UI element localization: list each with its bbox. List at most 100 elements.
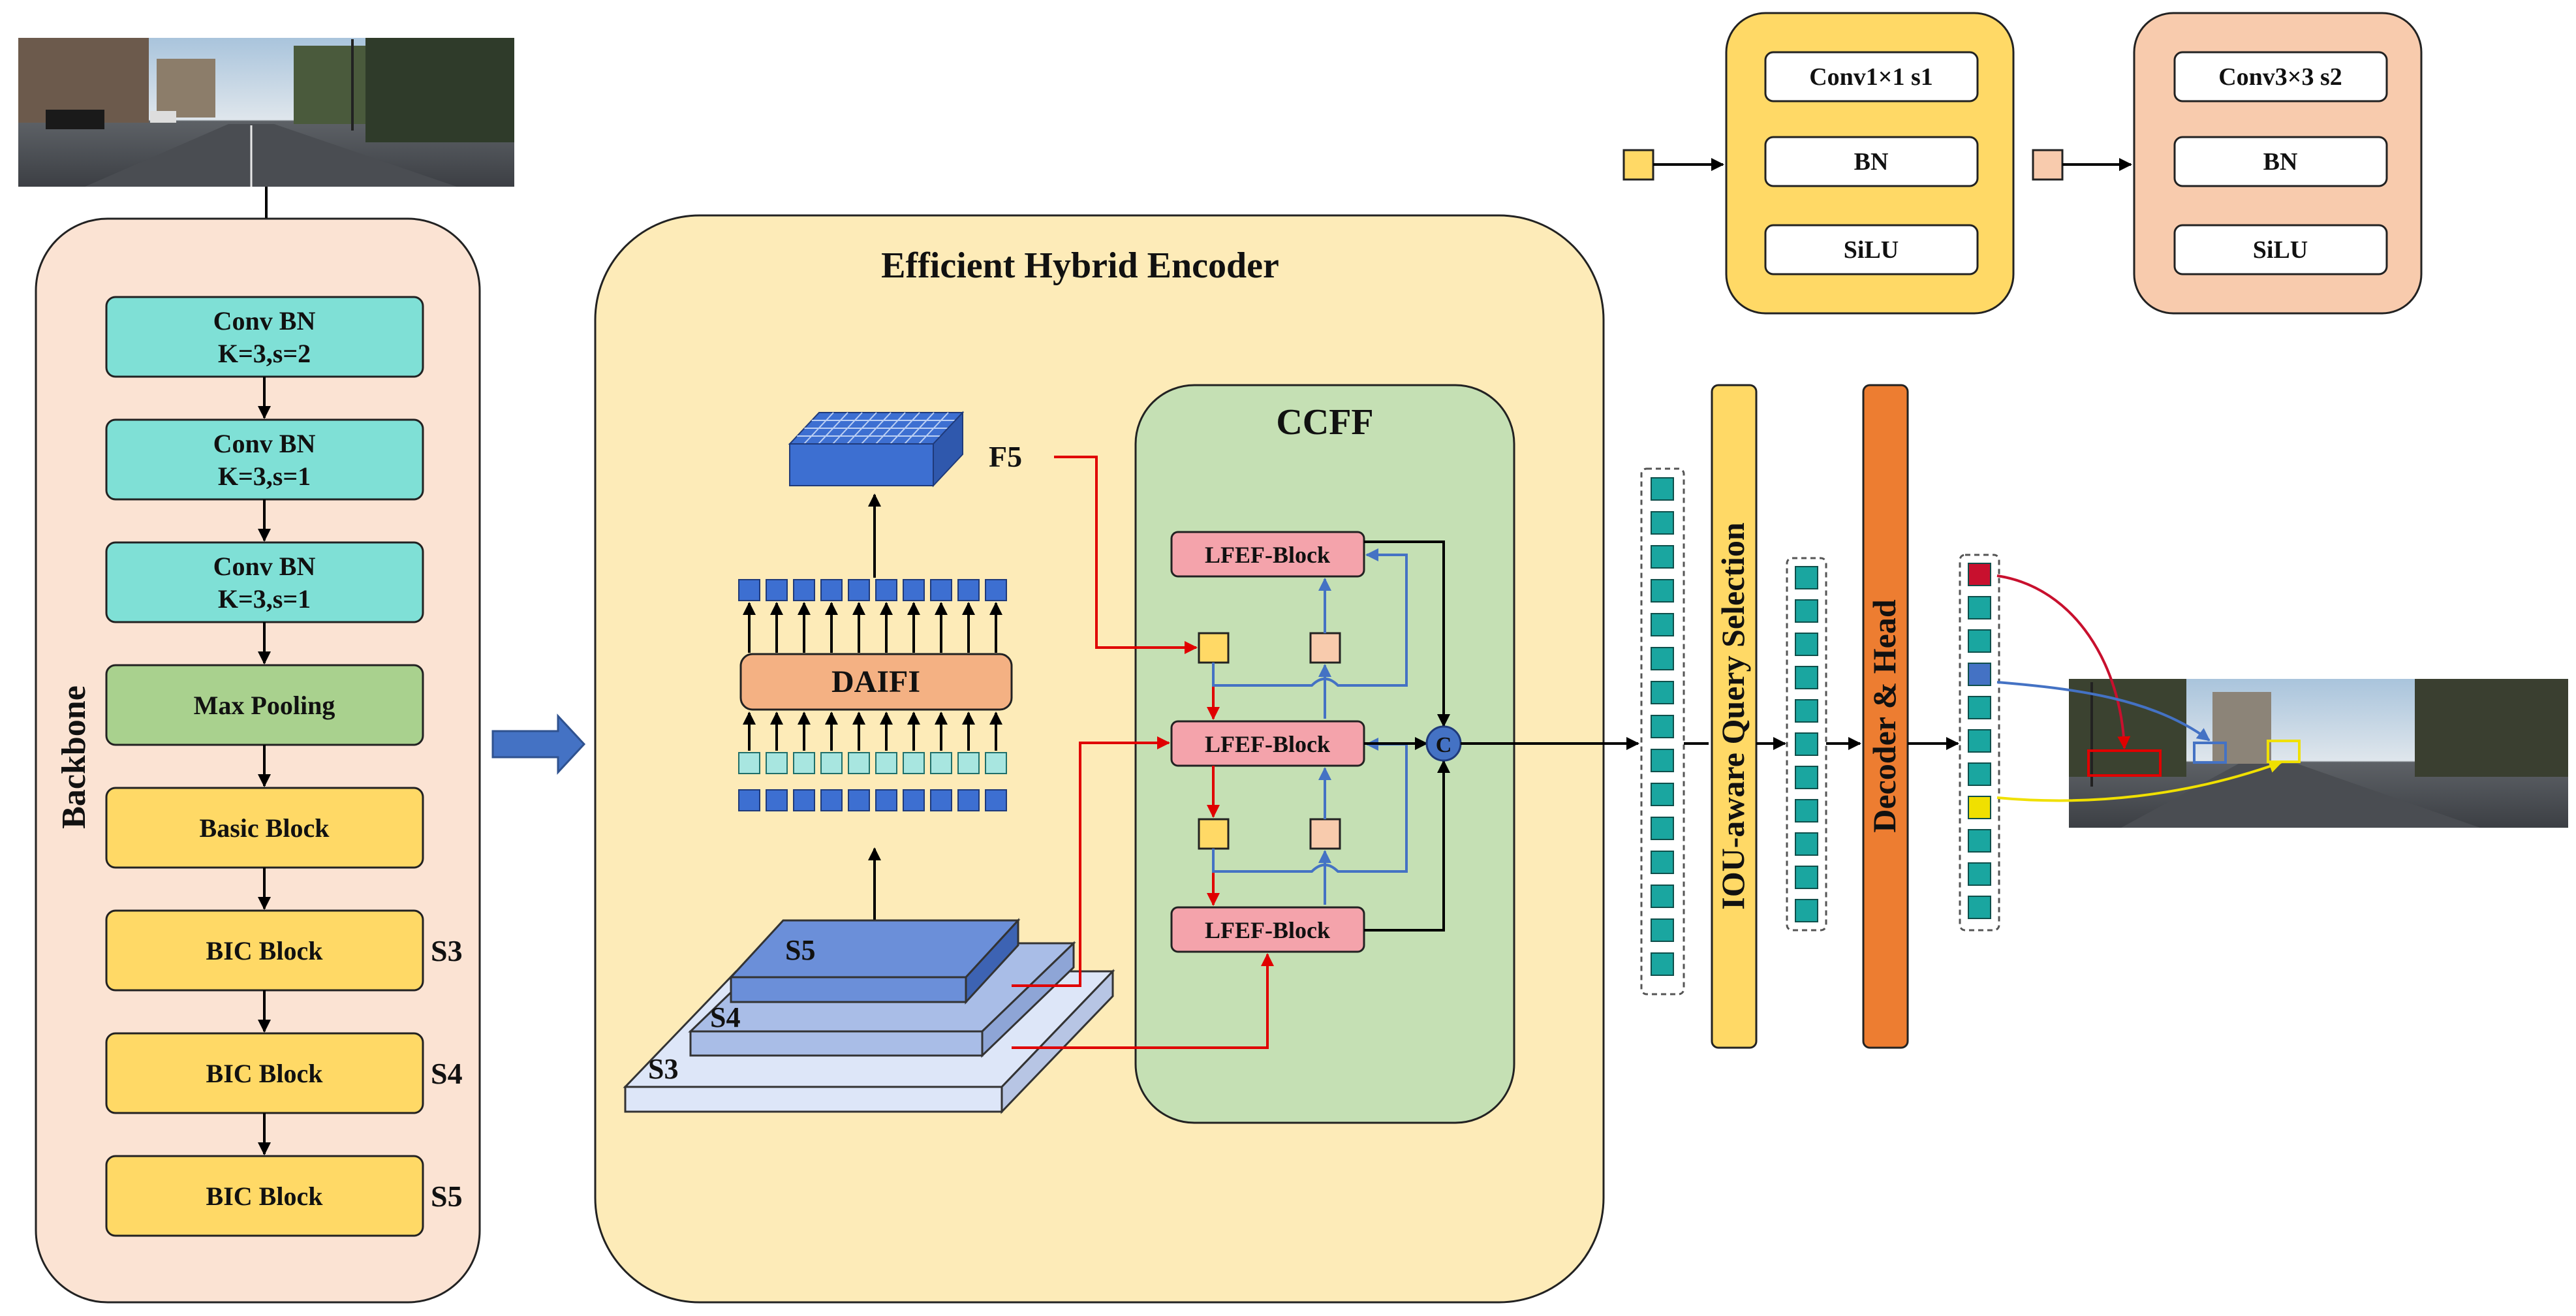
token [820,752,843,774]
query-token [1795,699,1818,723]
token [848,579,870,601]
block-sublabel: K=3,s=1 [218,462,311,491]
backbone-block-bic-1: BIC Block [105,909,424,992]
backbone-block-basic: Basic Block [105,787,424,869]
daifi-output-arrows [743,602,1002,653]
query-token [1968,862,1991,886]
query-token [1651,851,1674,874]
block-label: BIC Block [206,936,324,965]
token [738,579,760,601]
detection-box-yellow [2267,740,2301,763]
token [766,752,788,774]
conv1x1-node-top [1198,632,1230,664]
detection-box-blue [2193,742,2227,764]
query-token [1795,666,1818,689]
legend-conv1x1: Conv1×1 s1 BN SiLU [1622,12,2015,315]
query-token [1651,952,1674,976]
block-label: BIC Block [206,1182,324,1211]
query-token [1651,885,1674,908]
token [957,752,980,774]
block-label: Basic Block [200,813,330,843]
legend-conv3x3-line2: BN [2263,148,2298,176]
token [848,789,870,811]
feature-stack [623,918,1115,1114]
lfef-label: LFEF-Block [1205,917,1330,943]
token [793,579,815,601]
layer-label-s3: S3 [648,1053,678,1085]
conv3x3-node-bottom [1309,818,1341,850]
stage-label-s3: S3 [431,934,463,967]
stage-label-s4: S4 [431,1057,463,1090]
token [930,789,952,811]
concat-inputs [1364,540,1450,932]
query-token [1795,799,1818,822]
decoder-head-block: Decoder & Head [1862,384,1909,1049]
token [903,579,925,601]
s5-flattened-tokens [738,789,1007,811]
lfef-label: LFEF-Block [1205,731,1330,757]
query-token [1968,563,1991,586]
query-token [1651,715,1674,738]
f5-label: F5 [989,440,1022,473]
block-sublabel: K=3,s=1 [218,584,311,614]
blue-flow-lines [1212,548,1408,905]
token [738,752,760,774]
conv3x3-node-top [1309,632,1341,664]
query-token [1651,511,1674,535]
block-label: BIC Block [206,1059,324,1088]
token [793,752,815,774]
query-token [1651,477,1674,501]
query-token [1795,732,1818,756]
query-token [1795,766,1818,789]
token [930,579,952,601]
query-token [1795,899,1818,922]
concat-node: C [1425,725,1462,762]
token [766,789,788,811]
token [875,789,897,811]
legend-conv1x1-line1: Conv1×1 s1 [1809,63,1933,91]
query-token [1651,918,1674,942]
ccff-title: CCFF [1276,402,1373,443]
query-token [1968,596,1991,619]
query-token [1968,762,1991,786]
query-token [1651,647,1674,670]
selected-queries-column [1786,557,1827,932]
daifi-input-arrows [743,712,1002,751]
backbone-block-3: Conv BN K=3,s=1 [105,541,424,623]
token [957,789,980,811]
concat-symbol: C [1436,733,1452,757]
encoder-title: Efficient Hybrid Encoder [881,245,1279,286]
detection-links [1996,574,2282,802]
conv1x1-node-bottom [1198,818,1230,850]
token [957,579,980,601]
token [985,579,1007,601]
token [848,752,870,774]
query-selection-label: IOU-aware Query Selection [1715,522,1751,910]
query-token [1651,613,1674,636]
token [766,579,788,601]
block-label: Conv BN [213,552,316,581]
token [875,752,897,774]
backbone-block-max-pooling: Max Pooling [105,664,424,746]
lfef-block-top: LFEF-Block [1170,531,1365,578]
query-token [1651,545,1674,569]
block-label: Conv BN [213,306,316,336]
query-token [1968,696,1991,719]
detection-box-red [2087,749,2162,777]
encoder-tokens-column [1640,467,1685,995]
query-token [1795,633,1818,656]
block-sublabel: K=3,s=2 [218,339,311,368]
big-blue-arrow [491,713,586,775]
token [738,789,760,811]
query-token [1795,832,1818,856]
legend-conv3x3-line1: Conv3×3 s2 [2218,63,2342,91]
legend-conv3x3: Conv3×3 s2 BN SiLU [2032,12,2423,315]
decoder-label: Decoder & Head [1866,599,1902,833]
token [875,579,897,601]
legend-conv1x1-line3: SiLU [1844,236,1899,264]
query-token [1651,681,1674,704]
token [793,789,815,811]
legend-conv1x1-line2: BN [1854,148,1889,176]
query-token [1651,749,1674,772]
backbone-block-bic-3: BIC Block [105,1155,424,1237]
